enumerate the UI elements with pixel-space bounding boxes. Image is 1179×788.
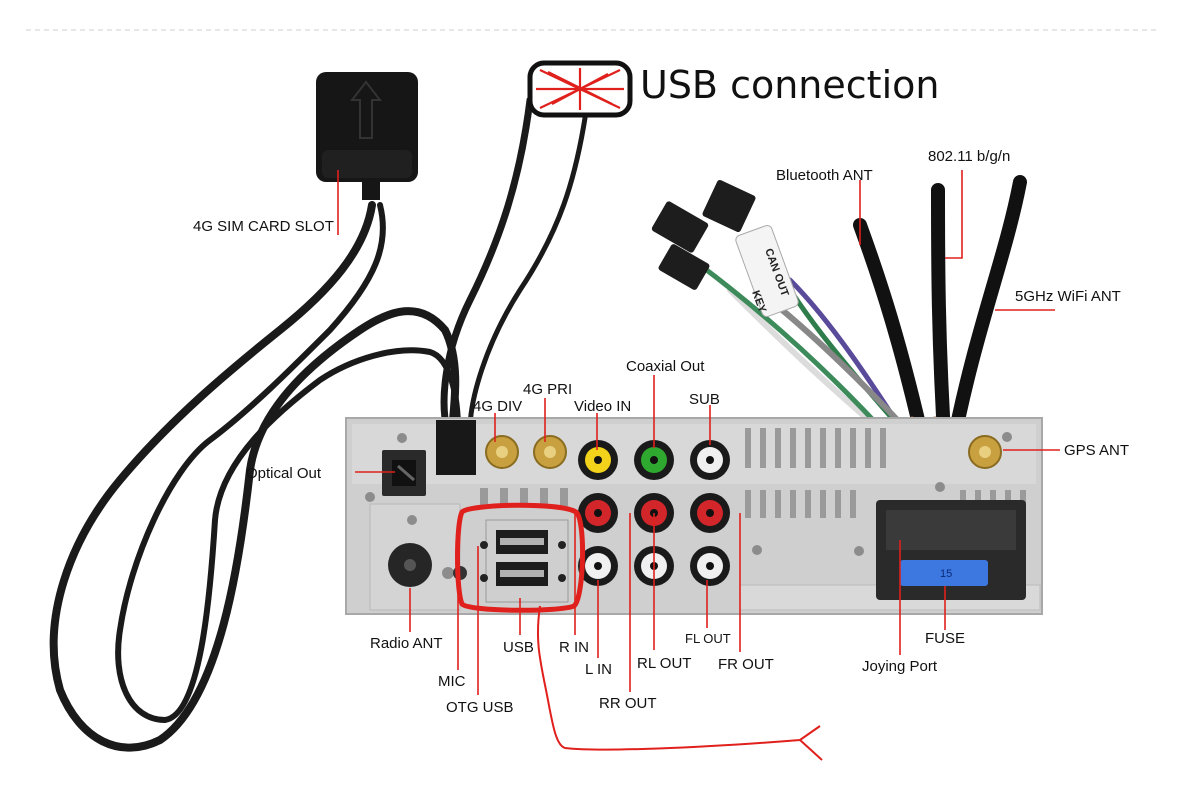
label-l-in: L IN [585,661,612,678]
sim-cable [49,96,588,752]
gps-ant-connector [968,435,1002,469]
optical-out-port [382,450,426,496]
label-coaxial-out: Coaxial Out [626,358,705,375]
label-mic: MIC [438,673,466,690]
4g-div-connector [485,435,519,469]
label-fl-out: FL OUT [685,631,731,646]
usb-ports [480,519,569,603]
label-wifi-bgn: 802.11 b/g/n [928,148,1010,165]
rca-rr-out [578,493,618,533]
label-rr-out: RR OUT [599,695,657,712]
label-rl-out: RL OUT [637,655,691,672]
fuse-block [900,560,988,586]
label-fr-out: FR OUT [718,656,774,673]
label-sub: SUB [689,391,720,408]
label-bluetooth-ant: Bluetooth ANT [776,167,873,184]
label-video-in: Video IN [574,398,631,415]
label-optical-out: Optical Out [246,465,322,482]
chassis-screws [365,432,1026,579]
sim-card-adapter [316,72,418,200]
label-usb: USB [503,639,534,656]
usb-plug-icon [527,60,633,118]
label-gps-ant: GPS ANT [1064,442,1129,459]
radio-ant-jack [388,543,432,587]
fuse-value: 15 [940,568,952,580]
sim-cable-plug [436,420,476,475]
4g-pri-connector [533,435,567,469]
label-wifi-5ghz: 5GHz WiFi ANT [1015,288,1121,305]
label-joying-port: Joying Port [862,658,938,675]
rca-fr-out [690,493,730,533]
label-4g-pri: 4G PRI [523,381,572,398]
rca-sub [690,440,730,480]
rca-coaxial-out [634,440,674,480]
rca-l-in [578,546,618,586]
callout-lines [337,170,1060,695]
joying-port [876,500,1026,600]
label-sim-slot: 4G SIM CARD SLOT [193,218,334,235]
usb-connection-title: USB connection [640,63,939,107]
harness-connectors [651,179,799,317]
label-fuse: FUSE [925,630,965,647]
label-radio-ant: Radio ANT [370,635,443,652]
rca-video-in [578,440,618,480]
rca-fl-out [690,546,730,586]
label-r-in: R IN [559,639,589,656]
label-4g-div: 4G DIV [473,398,522,415]
label-otg-usb: OTG USB [446,699,514,716]
usb-highlight-arrow [536,605,823,761]
